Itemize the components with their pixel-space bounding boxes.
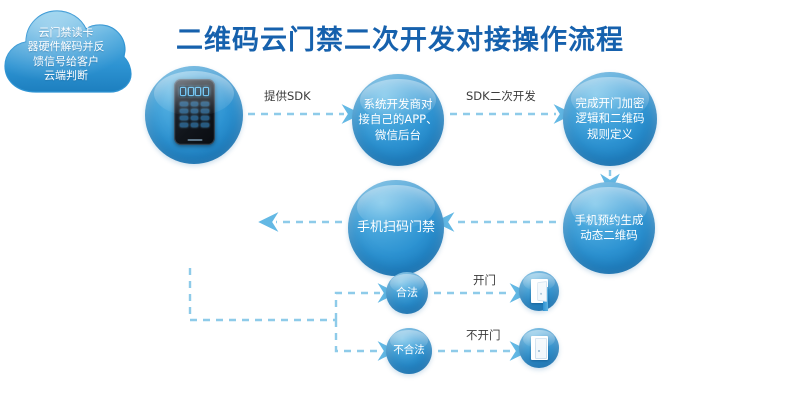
page-title: 二维码云门禁二次开发对接操作流程 xyxy=(176,25,624,56)
edge-branch-to-illegal xyxy=(334,320,398,361)
node-illegal-label: 不合法 xyxy=(393,344,425,357)
cloud-icon xyxy=(4,10,132,93)
node-door-open[interactable] xyxy=(519,271,559,311)
node-door-closed[interactable] xyxy=(519,328,559,368)
device-keypad xyxy=(180,102,209,127)
node-scan-label: 手机扫码门禁 xyxy=(356,220,435,236)
node-encryption-rules[interactable]: 完成开门加密 逻辑和二维码 规则定义 xyxy=(563,72,657,166)
device-brand-logo xyxy=(187,139,202,141)
node-mobile-scan[interactable]: 手机扫码门禁 xyxy=(348,180,444,276)
node-system-developer[interactable]: 系统开发商对 接自己的APP、 微信后台 xyxy=(352,74,444,166)
node-cloud-reader[interactable]: 云门禁读卡 器硬件解码并反 馈信号给客户 云端判断 xyxy=(0,0,132,104)
edge-cloud-to-branch xyxy=(188,268,336,322)
node-developer-label: 系统开发商对 接自己的APP、 微信后台 xyxy=(358,97,438,142)
edge-branch-to-legal xyxy=(334,283,398,320)
node-dynamic-qr-label: 手机预约生成 动态二维码 xyxy=(574,212,644,242)
open-door-icon xyxy=(531,279,548,311)
node-access-control-device[interactable] xyxy=(145,66,243,164)
node-dynamic-qrcode[interactable]: 手机预约生成 动态二维码 xyxy=(563,182,655,274)
device-display xyxy=(179,86,210,97)
node-cloud-label: 云门禁读卡 器硬件解码并反 馈信号给客户 云端判断 xyxy=(27,26,105,82)
edge-label-sdk-secondary-dev: SDK二次开发 xyxy=(466,89,536,103)
node-decision-legal[interactable]: 合法 xyxy=(386,272,428,314)
edge-label-open-door: 开门 xyxy=(473,273,496,287)
node-legal-label: 合法 xyxy=(396,285,418,299)
node-decision-illegal[interactable]: 不合法 xyxy=(386,328,432,374)
access-control-keypad-icon xyxy=(174,79,215,145)
node-encryption-label: 完成开门加密 逻辑和二维码 规则定义 xyxy=(575,96,645,141)
edge-label-provide-sdk: 提供SDK xyxy=(264,89,311,103)
closed-door-icon xyxy=(531,336,548,360)
edge-label-no-open-door: 不开门 xyxy=(466,328,501,342)
